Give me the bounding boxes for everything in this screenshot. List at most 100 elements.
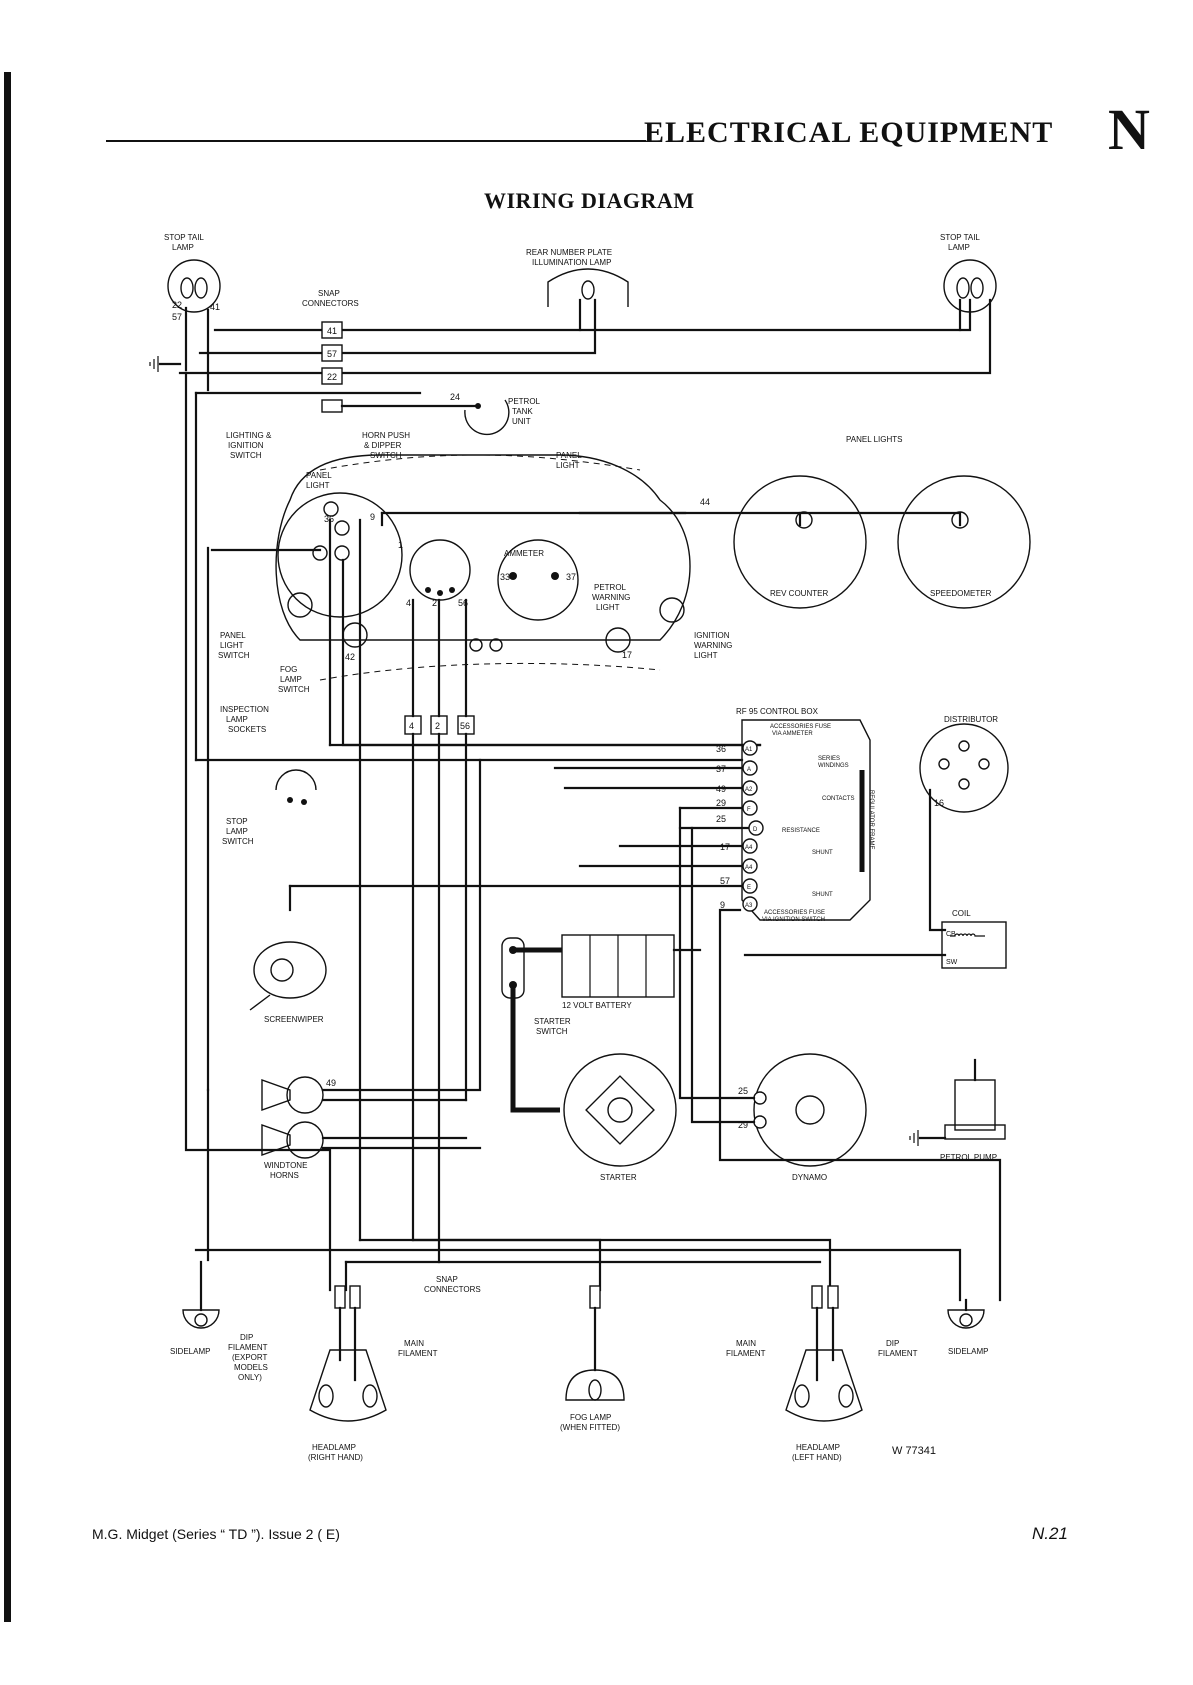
coil xyxy=(941,921,1007,969)
label-acc-fuse-ammeter-2: VIA AMMETER xyxy=(772,731,813,737)
petrol-tank-unit xyxy=(464,399,510,436)
label-inspection-lamp-2: LAMP xyxy=(226,715,248,724)
label-dip-filament-right-3: (EXPORT xyxy=(232,1353,268,1362)
label-sidelamp-left: SIDELAMP xyxy=(170,1347,210,1356)
sidelamp-left xyxy=(182,1309,220,1329)
wire-36: 36 xyxy=(716,744,726,754)
stop-lamp-switch xyxy=(275,769,317,805)
label-dip-filament-left-1: DIP xyxy=(886,1339,899,1348)
label-lighting-switch-1: LIGHTING & xyxy=(226,431,272,440)
starter-motor xyxy=(563,1053,677,1167)
wn-42: 42 xyxy=(345,652,355,662)
wn-41: 41 xyxy=(210,302,220,312)
label-horn-push-1: HORN PUSH xyxy=(362,431,410,440)
label-snap-connectors-top-2: CONNECTORS xyxy=(302,299,359,308)
sidelamp-right xyxy=(947,1309,985,1329)
label-coil: COIL xyxy=(952,909,971,918)
windtone-horn-upper xyxy=(261,1076,324,1114)
control-box-terminals xyxy=(742,740,764,912)
wn-24: 24 xyxy=(450,392,460,402)
header-rule xyxy=(106,140,646,142)
label-dip-filament-right-4: MODELS xyxy=(234,1363,268,1372)
label-snap-connectors-top-1: SNAP xyxy=(318,289,340,298)
label-acc-fuse-ammeter-1: ACCESSORIES FUSE xyxy=(770,724,831,730)
label-windtone-horns-2: HORNS xyxy=(270,1171,299,1180)
label-horn-push-3: SWITCH xyxy=(370,451,402,460)
wire-25: 25 xyxy=(716,814,726,824)
label-petrol-warning-3: LIGHT xyxy=(596,603,620,612)
headlamp-left-hand xyxy=(785,1349,863,1422)
snap-connector-24 xyxy=(321,399,343,413)
section-title: ELECTRICAL EQUIPMENT xyxy=(644,116,1054,149)
label-main-filament-left-2: FILAMENT xyxy=(726,1349,766,1358)
label-stop-lamp-switch-1: STOP xyxy=(226,817,248,826)
label-petrol-tank-3: UNIT xyxy=(512,417,531,426)
dashboard-panel xyxy=(275,454,691,681)
label-petrol-warning-1: PETROL xyxy=(594,583,627,592)
label-dip-filament-right-1: DIP xyxy=(240,1333,253,1342)
term-A2: A2 xyxy=(745,787,753,793)
wn-25: 25 xyxy=(738,1086,748,1096)
term-E: E xyxy=(747,885,751,891)
label-stop-lamp-switch-2: LAMP xyxy=(226,827,248,836)
snap-connector-57 xyxy=(321,344,343,362)
term-A4-b: A4 xyxy=(745,865,753,871)
headlamp-right-hand xyxy=(309,1349,387,1422)
label-dip-filament-right-5: ONLY) xyxy=(238,1373,262,1382)
term-A4-a: A4 xyxy=(745,845,753,851)
label-control-box: RF 95 CONTROL BOX xyxy=(736,707,819,716)
label-petrol-tank-1: PETROL xyxy=(508,397,541,406)
wn-16: 16 xyxy=(934,798,944,808)
footer-page-number: N.21 xyxy=(1032,1524,1068,1543)
wire-17: 17 xyxy=(720,842,730,852)
ammeter-gauge xyxy=(497,539,579,621)
coil-term-SW: SW xyxy=(946,959,958,966)
horn-dipper-switch xyxy=(409,539,471,601)
label-stop-lamp-switch-3: SWITCH xyxy=(222,837,254,846)
dynamo xyxy=(753,1053,867,1167)
label-series-windings-1: SERIES xyxy=(818,756,840,762)
label-panel-light-switch-2: LIGHT xyxy=(220,641,244,650)
label-panel-light-b-2: LIGHT xyxy=(556,461,580,470)
label-distributor: DISTRIBUTOR xyxy=(944,715,998,724)
wire-29: 29 xyxy=(716,798,726,808)
term-F: F xyxy=(747,807,751,813)
term-D: D xyxy=(753,827,758,833)
label-contacts: CONTACTS xyxy=(822,796,855,802)
label-rev-counter: REV COUNTER xyxy=(770,589,828,598)
label-shunt-b: SHUNT xyxy=(812,892,833,898)
wn-37: 37 xyxy=(566,572,576,582)
footer-manual-title: M.G. Midget (Series “ TD ”). Issue 2 ( E… xyxy=(92,1526,340,1542)
wn-36: 36 xyxy=(324,514,334,524)
petrol-pump xyxy=(944,1079,1006,1140)
label-petrol-tank-2: TANK xyxy=(512,407,533,416)
num-snap-57: 57 xyxy=(327,349,337,359)
term-A: A xyxy=(747,767,751,773)
petrol-warning-light xyxy=(605,627,631,653)
wn-44: 44 xyxy=(700,497,710,507)
wn-57: 57 xyxy=(172,312,182,322)
label-dynamo: DYNAMO xyxy=(792,1173,827,1182)
label-regulator-frame: REGULATOR FRAME xyxy=(868,790,874,849)
label-panel-light-a-2: LIGHT xyxy=(306,481,330,490)
num-snap-22: 22 xyxy=(327,372,337,382)
label-panel-light-switch-1: PANEL xyxy=(220,631,246,640)
label-shunt-a: SHUNT xyxy=(812,850,833,856)
label-dip-filament-left-2: FILAMENT xyxy=(878,1349,918,1358)
fog-lamp-switch xyxy=(342,622,368,648)
label-ammeter: AMMETER xyxy=(504,549,544,558)
wn-33: 33 xyxy=(500,572,510,582)
diagram-reference: W 77341 xyxy=(892,1445,936,1457)
label-panel-light-a-1: PANEL xyxy=(306,471,332,480)
snap-connector-22 xyxy=(321,367,343,385)
label-starter-switch-2: SWITCH xyxy=(536,1027,568,1036)
label-lighting-switch-3: SWITCH xyxy=(230,451,262,460)
ignition-warning-light xyxy=(659,597,685,623)
label-battery: 12 VOLT BATTERY xyxy=(562,1001,632,1010)
left-margin-bar xyxy=(4,72,11,1622)
label-stop-tail-lamp-right-2: LAMP xyxy=(948,243,970,252)
screenwiper xyxy=(249,941,327,1011)
snap-connector-41 xyxy=(321,321,343,339)
label-windtone-horns-1: WINDTONE xyxy=(264,1161,307,1170)
